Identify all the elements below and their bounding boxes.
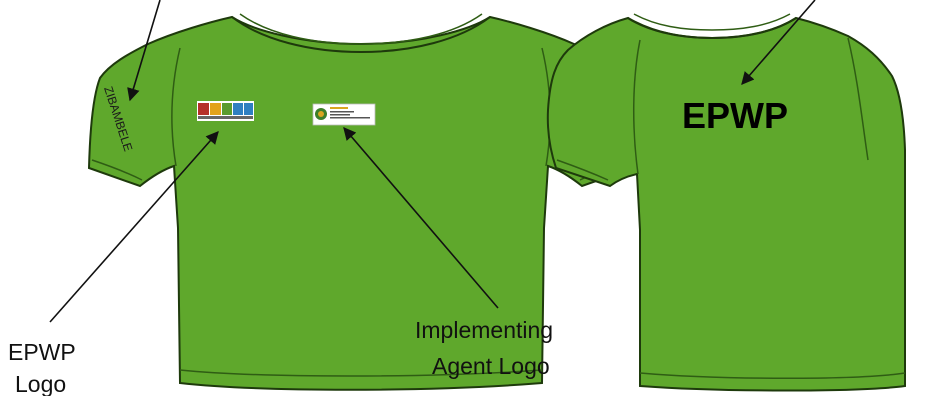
epwp-logo-label-line2: Logo xyxy=(15,371,66,396)
agent-logo-label-line1: Implementing xyxy=(415,317,553,343)
back-print-text: EPWP xyxy=(682,95,788,136)
back-shirt-body xyxy=(548,18,905,391)
back-collar-inner xyxy=(634,14,790,30)
epwp-logo-label-line1: EPWP xyxy=(8,339,76,365)
agent-logo-label-line2: Agent Logo xyxy=(432,353,550,379)
implementing-agent-logo-badge-icon xyxy=(313,104,375,125)
back-tshirt: EPWP xyxy=(548,14,905,391)
epwp-logo-badge-icon xyxy=(197,101,254,121)
